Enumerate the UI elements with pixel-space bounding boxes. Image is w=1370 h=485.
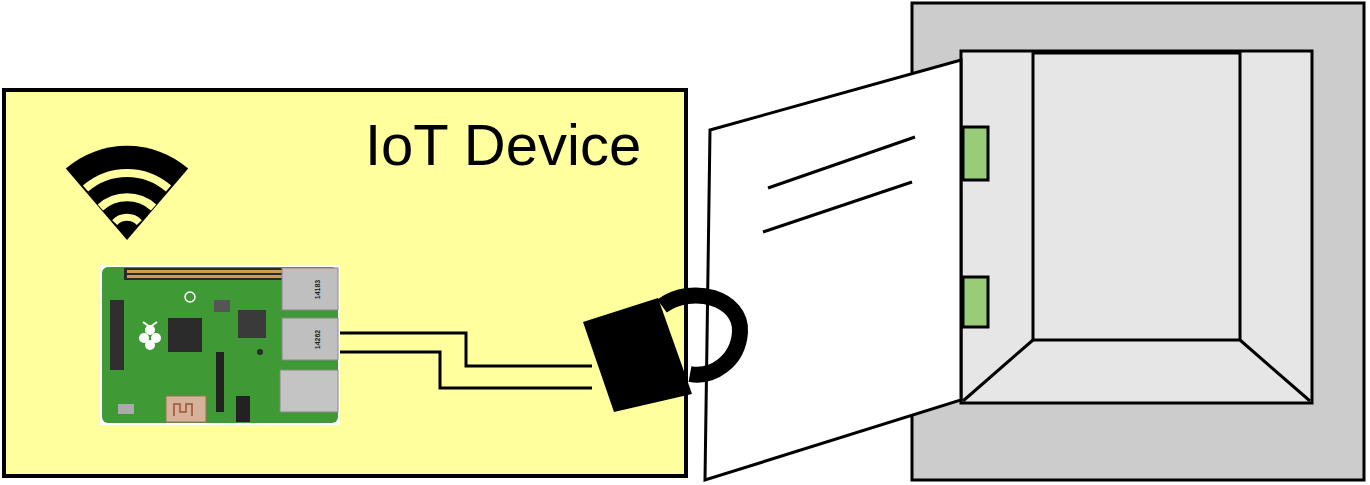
- device-box: IoT Device: [2, 88, 688, 478]
- safe-door: [705, 60, 961, 480]
- box-title: IoT Device: [365, 116, 641, 174]
- wifi-symbol: [66, 146, 188, 240]
- raspberry-pi-board: [100, 265, 340, 425]
- safe: [912, 3, 1364, 480]
- port-number: 14262: [315, 329, 322, 348]
- padlock: [583, 295, 740, 412]
- device-ground: [2, 88, 688, 478]
- raspberry-logo: [139, 322, 161, 350]
- port-number: 14183: [315, 279, 322, 298]
- wire: [340, 333, 592, 388]
